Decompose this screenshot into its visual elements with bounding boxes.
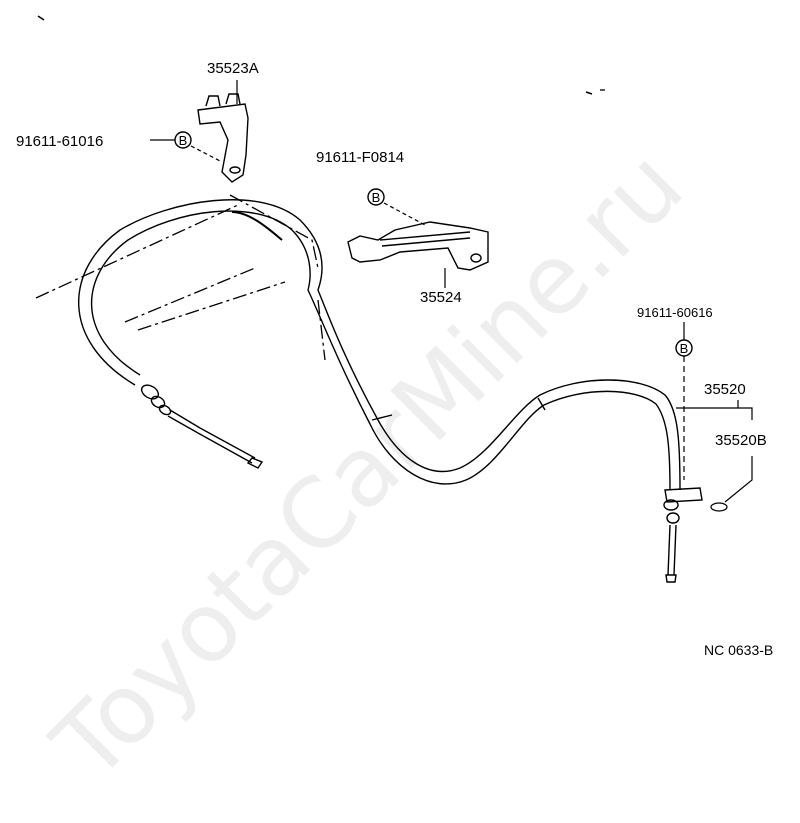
svg-text:B: B bbox=[680, 341, 689, 356]
bolt-symbol-middle: B bbox=[367, 188, 385, 206]
label-35520b: 35520B bbox=[715, 432, 767, 449]
corner-marks bbox=[37, 15, 593, 95]
svg-text:B: B bbox=[179, 133, 188, 148]
watermark: ToyotaCarMine.ru bbox=[31, 129, 704, 802]
label-35520: 35520 bbox=[704, 381, 746, 398]
bolt-symbol-upper: B bbox=[174, 131, 192, 149]
label-35523a: 35523A bbox=[207, 60, 259, 77]
parking-brake-cable bbox=[78, 199, 681, 491]
diagram-code: NC 0633-B bbox=[704, 642, 773, 658]
label-91611-f0814: 91611-F0814 bbox=[316, 149, 404, 166]
cable-end-right bbox=[663, 487, 703, 583]
leader-lines bbox=[150, 80, 753, 512]
bracket-35523a bbox=[197, 93, 249, 183]
cable-end-left bbox=[140, 384, 264, 469]
label-91611-60616: 91611-60616 bbox=[637, 305, 713, 320]
svg-text:B: B bbox=[372, 190, 381, 205]
label-91611-61016: 91611-61016 bbox=[16, 133, 103, 150]
label-35524: 35524 bbox=[420, 289, 462, 306]
bracket-35524 bbox=[347, 221, 489, 271]
bolt-symbol-right: B bbox=[675, 339, 693, 357]
body-outline-lines bbox=[35, 89, 605, 361]
